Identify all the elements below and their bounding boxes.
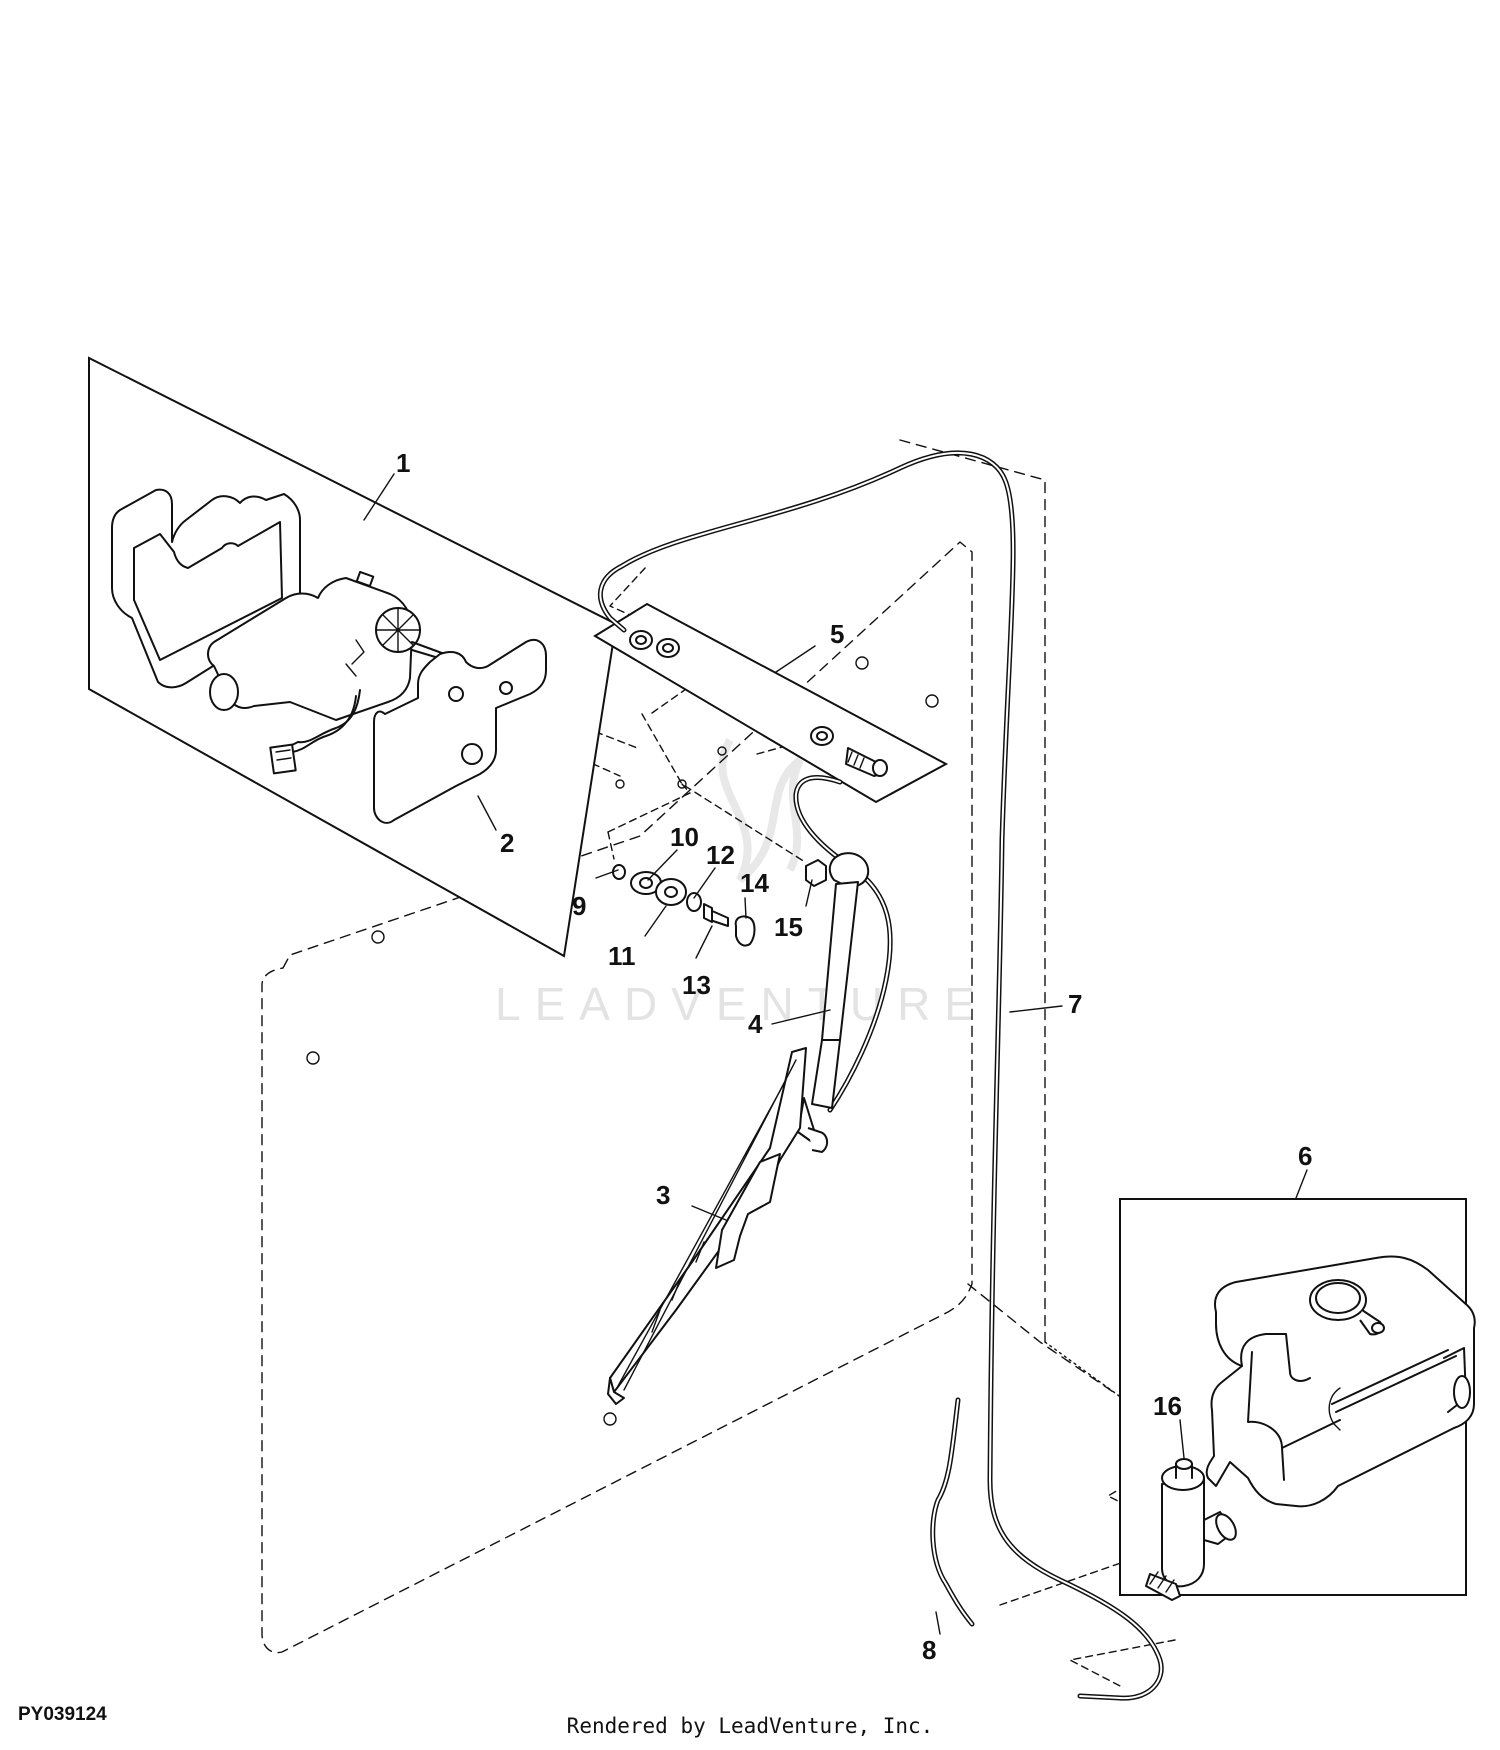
callout-1: 1 xyxy=(396,448,410,478)
callouts: 1 2 3 4 5 6 7 8 9 10 11 12 13 14 15 16 xyxy=(396,448,1312,1665)
washer-hose xyxy=(598,450,1164,1701)
bracket-panel xyxy=(593,602,949,804)
callout-16: 16 xyxy=(1153,1391,1182,1421)
motor-kit-panel xyxy=(88,356,618,958)
callout-6: 6 xyxy=(1298,1141,1312,1171)
callout-5: 5 xyxy=(830,619,844,649)
callout-15: 15 xyxy=(774,912,803,942)
arm-hose xyxy=(793,775,893,1113)
reservoir-panel xyxy=(1119,1198,1476,1601)
callout-7: 7 xyxy=(1068,989,1082,1019)
render-credit: Rendered by LeadVenture, Inc. xyxy=(566,1714,934,1738)
callout-10: 10 xyxy=(670,822,699,852)
callout-9: 9 xyxy=(572,891,586,921)
wiper-arm-and-blade xyxy=(607,852,870,1405)
callout-14: 14 xyxy=(740,868,769,898)
callout-3: 3 xyxy=(656,1180,670,1210)
callout-13: 13 xyxy=(682,970,711,1000)
hardware xyxy=(612,859,827,947)
leader-lines xyxy=(363,473,1308,1635)
figure-id: PY039124 xyxy=(18,1704,107,1725)
callout-12: 12 xyxy=(706,840,735,870)
callout-4: 4 xyxy=(748,1009,763,1039)
short-hose xyxy=(930,1397,975,1627)
watermark: LEADVENTURE xyxy=(495,737,989,1030)
callout-2: 2 xyxy=(500,828,514,858)
callout-11: 11 xyxy=(608,941,636,971)
window-glass-outline xyxy=(261,439,1123,1654)
watermark-text: LEADVENTURE xyxy=(495,978,989,1030)
callout-8: 8 xyxy=(922,1635,936,1665)
